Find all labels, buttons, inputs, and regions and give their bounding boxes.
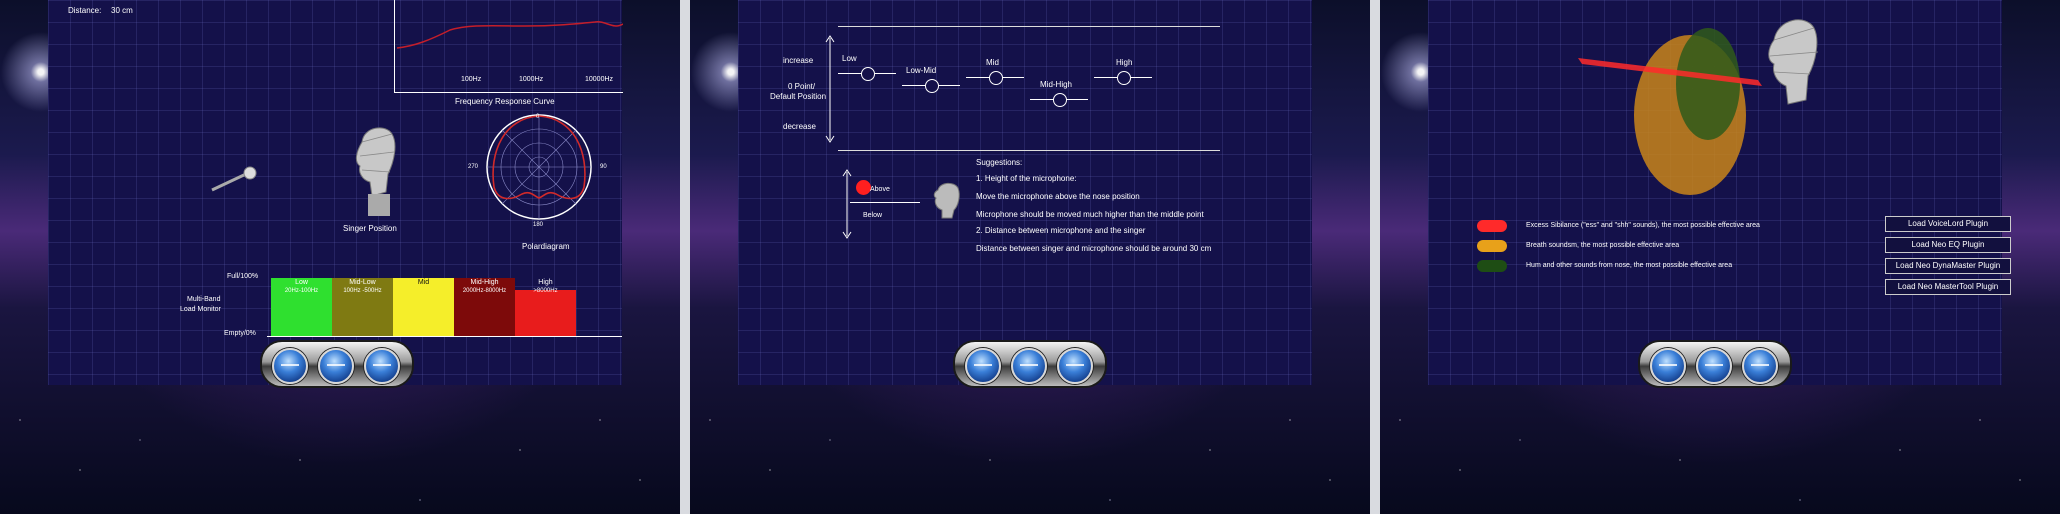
screen-analysis: Distance: 30 cm 100Hz 1000Hz 10000Hz Fre… bbox=[0, 0, 680, 514]
default-position-label-2: Default Position bbox=[770, 92, 827, 101]
above-label: Above bbox=[870, 186, 890, 193]
navigation-pill bbox=[953, 340, 1107, 388]
slider-label: High bbox=[1116, 58, 1133, 67]
distance-label: Distance: bbox=[68, 6, 102, 15]
navigation-pill bbox=[1638, 340, 1792, 388]
load-empty-label: Empty/0% bbox=[224, 330, 256, 337]
band-name: High bbox=[538, 279, 553, 286]
load-neo-mastertool-button[interactable]: Load Neo MasterTool Plugin bbox=[1885, 279, 2011, 295]
band-range: 20Hz-100Hz bbox=[284, 288, 319, 294]
polar-label-180: 180 bbox=[533, 222, 544, 228]
polar-label-270: 270 bbox=[468, 164, 479, 170]
legend-text-sibilance: Excess Sibilance ("ess" and "shh" sounds… bbox=[1526, 222, 1760, 229]
slider-knob[interactable] bbox=[1117, 71, 1131, 85]
load-full-label: Full/100% bbox=[227, 273, 259, 280]
effective-area-panel: Excess Sibilance ("ess" and "shh" sounds… bbox=[1428, 0, 2011, 388]
middle-divider bbox=[838, 150, 1220, 151]
nav-button-2[interactable] bbox=[318, 348, 354, 384]
nav-button-1[interactable] bbox=[272, 348, 308, 384]
mic-height-arrow bbox=[842, 169, 852, 239]
suggestion-line-2: Move the microphone above the nose posit… bbox=[976, 192, 1140, 201]
nav-button-3[interactable] bbox=[1057, 348, 1093, 384]
nav-button-2[interactable] bbox=[1011, 348, 1047, 384]
freq-tick-1000: 1000Hz bbox=[519, 76, 544, 83]
suggestion-line-3: Microphone should be moved much higher t… bbox=[976, 210, 1204, 219]
slider-knob[interactable] bbox=[925, 79, 939, 93]
suggestion-line-1: 1. Height of the microphone: bbox=[976, 174, 1077, 183]
below-label: Below bbox=[863, 212, 883, 219]
polar-diagram-title: Polardiagram bbox=[522, 242, 570, 251]
screen-suggestions: increase 0 Point/ Default Position decre… bbox=[690, 0, 1370, 514]
singer-head-icon bbox=[1768, 19, 1819, 105]
nav-button-1[interactable] bbox=[965, 348, 1001, 384]
slider-label: Low-Mid bbox=[906, 66, 937, 75]
frequency-response-title: Frequency Response Curve bbox=[455, 97, 555, 106]
singer-head-icon bbox=[933, 182, 960, 219]
band-mid-high: Mid-High 2000Hz-8000Hz bbox=[454, 278, 515, 336]
distance-value: 30 cm bbox=[111, 6, 133, 15]
polar-label-90: 90 bbox=[600, 164, 607, 170]
mic-height-midline bbox=[850, 202, 920, 203]
top-divider bbox=[838, 26, 1220, 27]
band-range: 100Hz -500Hz bbox=[343, 288, 382, 294]
slider-label: Mid bbox=[986, 58, 999, 67]
band-name: Mid-High bbox=[470, 279, 499, 286]
load-voicelord-button[interactable]: Load VoiceLord Plugin bbox=[1885, 216, 2011, 232]
legend-text-hum: Hum and other sounds from nose, the most… bbox=[1526, 262, 1733, 269]
band-range: >8000Hz bbox=[533, 288, 558, 294]
screen-effective-area: Excess Sibilance ("ess" and "shh" sounds… bbox=[1380, 0, 2060, 514]
freq-tick-100: 100Hz bbox=[461, 76, 482, 83]
legend-swatch-sibilance bbox=[1477, 220, 1507, 232]
singer-position-label: Singer Position bbox=[343, 224, 397, 233]
band-high: High >8000Hz bbox=[515, 279, 576, 336]
slider-knob[interactable] bbox=[989, 71, 1003, 85]
load-baseline bbox=[267, 336, 622, 337]
legend-swatch-hum bbox=[1477, 260, 1507, 272]
default-position-label-1: 0 Point/ bbox=[788, 82, 816, 91]
slider-label: Low bbox=[842, 54, 857, 63]
nav-button-1[interactable] bbox=[1650, 348, 1686, 384]
nav-button-3[interactable] bbox=[1742, 348, 1778, 384]
legend-swatch-breath bbox=[1477, 240, 1507, 252]
microphone-position-dot[interactable] bbox=[856, 180, 871, 195]
nav-button-2[interactable] bbox=[1696, 348, 1732, 384]
analysis-panel: Distance: 30 cm 100Hz 1000Hz 10000Hz Fre… bbox=[48, 0, 623, 388]
effective-area-visual bbox=[1578, 19, 1819, 195]
suggestion-line-5: Distance between singer and microphone s… bbox=[976, 244, 1212, 253]
increase-decrease-arrow bbox=[825, 35, 835, 143]
load-monitor-title-1: Multi-Band bbox=[187, 296, 221, 303]
slider-knob[interactable] bbox=[1053, 93, 1067, 107]
load-neo-eq-button[interactable]: Load Neo EQ Plugin bbox=[1885, 237, 2011, 253]
freq-tick-10000: 10000Hz bbox=[585, 76, 614, 83]
band-mid-low: Mid-Low 100Hz -500Hz bbox=[332, 278, 393, 336]
suggestion-line-4: 2. Distance between microphone and the s… bbox=[976, 226, 1146, 235]
band-mid: Mid bbox=[393, 278, 454, 336]
polar-diagram bbox=[486, 114, 592, 220]
slider-label: Mid-High bbox=[1040, 80, 1073, 89]
band-name: Mid bbox=[417, 279, 430, 286]
nav-button-3[interactable] bbox=[364, 348, 400, 384]
increase-label: increase bbox=[783, 56, 814, 65]
suggestions-title: Suggestions: bbox=[976, 158, 1023, 167]
polar-label-0: 0 bbox=[536, 114, 540, 120]
suggestions-panel: increase 0 Point/ Default Position decre… bbox=[738, 0, 1312, 388]
band-name: Mid-Low bbox=[349, 279, 376, 286]
microphone-icon[interactable] bbox=[210, 166, 260, 196]
decrease-label: decrease bbox=[783, 122, 816, 131]
slider-knob[interactable] bbox=[861, 67, 875, 81]
band-name: Low bbox=[295, 279, 308, 286]
load-monitor-title-2: Load Monitor bbox=[180, 306, 221, 313]
singer-head-icon bbox=[355, 127, 396, 216]
band-range: 2000Hz-8000Hz bbox=[462, 288, 507, 294]
load-neo-dynamaster-button[interactable]: Load Neo DynaMaster Plugin bbox=[1885, 258, 2011, 274]
navigation-pill bbox=[260, 340, 414, 388]
frequency-response-curve bbox=[396, 21, 623, 49]
legend-text-breath: Breath soundsm, the most possible effect… bbox=[1526, 242, 1680, 249]
frequency-response-graph: 100Hz 1000Hz 10000Hz bbox=[394, 0, 623, 93]
band-low: Low 20Hz-100Hz bbox=[271, 278, 332, 336]
